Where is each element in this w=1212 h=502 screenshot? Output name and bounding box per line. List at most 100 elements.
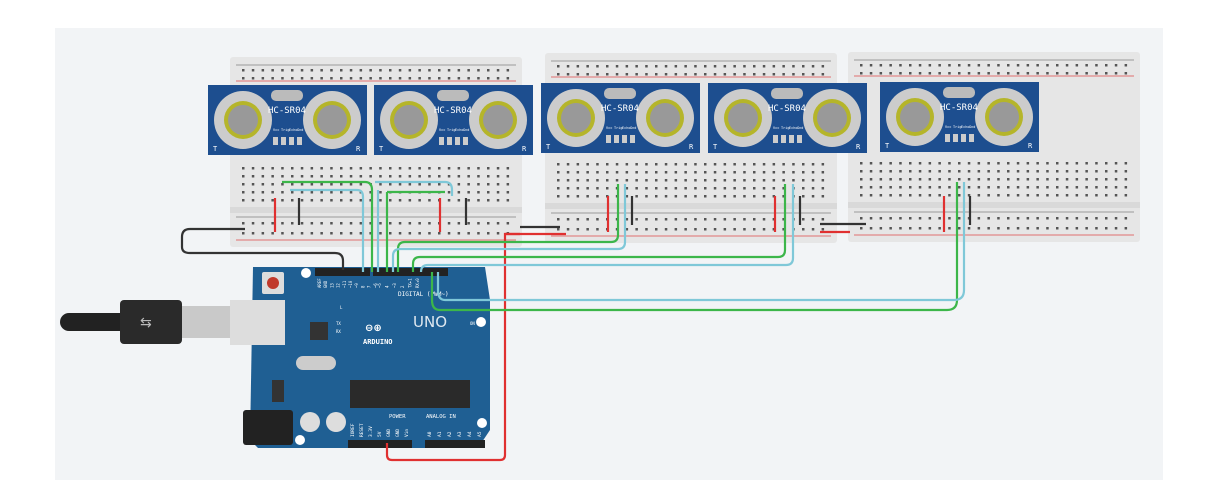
transmitter-label: T	[379, 145, 384, 153]
power-pin-label-ioref: IOREF	[350, 423, 356, 437]
sensor-pin-label: Vcc	[439, 128, 445, 132]
led-label-rx: RX	[336, 329, 341, 334]
mount-hole	[295, 435, 305, 445]
digital-pin-label: 2	[400, 285, 405, 288]
blue-wire[interactable]	[419, 184, 795, 273]
digital-pin-label: ~9	[354, 283, 359, 288]
black-wire[interactable]	[180, 227, 345, 270]
sensor-pin[interactable]	[773, 135, 778, 143]
usb-cable[interactable]: ⇆	[60, 300, 232, 344]
blue-wire[interactable]	[290, 188, 365, 272]
digital-pin-label: ~10	[348, 280, 353, 288]
sensor-pin[interactable]	[781, 135, 786, 143]
sensor-pin[interactable]	[622, 135, 627, 143]
digital-label: DIGITAL (PWM~)	[398, 291, 449, 298]
receiver-label: R	[1028, 142, 1033, 150]
sensor-pin[interactable]	[789, 135, 794, 143]
transmitter-label: T	[546, 143, 551, 151]
digital-pin-label: 13	[329, 283, 334, 288]
sensor-pin[interactable]	[455, 137, 460, 145]
sensor-pin-label: Echo	[455, 128, 463, 132]
power-header[interactable]	[348, 440, 412, 448]
led-label-tx: TX	[336, 321, 341, 326]
sensor-pin[interactable]	[273, 137, 278, 145]
green-wire[interactable]	[430, 182, 959, 312]
transmitter-label: T	[885, 142, 890, 150]
sensor-pin[interactable]	[289, 137, 294, 145]
sensor-pin[interactable]	[614, 135, 619, 143]
crystal	[437, 90, 469, 101]
arduino-model: UNO	[413, 313, 447, 331]
transmitter-label: T	[213, 145, 218, 153]
analog-header[interactable]	[425, 440, 485, 448]
receiver-label: R	[856, 143, 861, 151]
mount-hole	[301, 268, 311, 278]
sensor-pin-label: Trig	[281, 128, 289, 132]
arduino-uno[interactable]: ⊖⊕ ARDUINO UNO DIGITAL (PWM~) POWER ANAL…	[230, 267, 490, 448]
sensor-pin[interactable]	[953, 134, 958, 142]
sensor-pin[interactable]	[630, 135, 635, 143]
reset-button-cap[interactable]	[267, 277, 279, 289]
sensor-model-label: HC-SR04	[268, 106, 306, 116]
digital-header-low[interactable]	[373, 268, 448, 276]
analog-pin-label: A0	[427, 431, 433, 437]
digital-pin-label: ~6	[373, 283, 378, 288]
usb-icon: ⇆	[140, 315, 152, 331]
analog-pin-label: A3	[457, 431, 463, 437]
crystal	[943, 87, 975, 98]
digital-pin-label: RX◂0	[415, 278, 420, 288]
digital-header-high[interactable]	[315, 268, 370, 276]
blue-wire[interactable]	[436, 182, 966, 302]
voltage-regulator	[272, 380, 284, 402]
green-wire[interactable]	[282, 180, 374, 272]
sensor-pin[interactable]	[797, 135, 802, 143]
digital-pin-label: 12	[336, 283, 341, 288]
sensor-pin[interactable]	[439, 137, 444, 145]
analog-label: ANALOG IN	[426, 414, 456, 420]
sensor-pin[interactable]	[606, 135, 611, 143]
sensor-pin-label: Echo	[789, 126, 797, 130]
digital-pin-label: TX▸1	[407, 278, 412, 288]
power-jack	[243, 410, 293, 445]
power-pin-label-3v3: 3.3V	[368, 426, 374, 437]
sensor-pin[interactable]	[969, 134, 974, 142]
on-label: ON	[470, 321, 475, 326]
sensor-pin[interactable]	[281, 137, 286, 145]
green-wire[interactable]	[396, 184, 620, 272]
crystal	[771, 88, 803, 99]
red-wire[interactable]	[385, 232, 520, 462]
analog-pin-label: A5	[477, 431, 483, 437]
digital-pin-label: AREF	[317, 278, 322, 288]
sensor-pin-label: Echo	[961, 125, 969, 129]
digital-pin-label: 7	[367, 285, 372, 288]
sensor-pin[interactable]	[961, 134, 966, 142]
mount-hole	[476, 317, 486, 327]
digital-pin-label: 8	[360, 285, 365, 288]
led-label-l: L	[340, 305, 343, 310]
sensor-model-label: HC-SR04	[601, 104, 639, 114]
transmitter-label: T	[713, 143, 718, 151]
sensor-pin-label: Vcc	[945, 125, 951, 129]
sensor-pin-label: Gnd	[463, 128, 469, 132]
sensor-pin[interactable]	[447, 137, 452, 145]
blue-wire[interactable]	[391, 184, 627, 272]
sensor-pin-label: Gnd	[797, 126, 803, 130]
digital-pin-label: ~3	[392, 283, 397, 288]
receiver-label: R	[522, 145, 527, 153]
blue-wire[interactable]	[375, 180, 454, 196]
sensor-pin-label: Trig	[781, 126, 789, 130]
green-wire[interactable]	[411, 184, 787, 272]
arduino-infinity-logo: ⊖⊕	[365, 323, 382, 334]
digital-pin-label: ~5	[377, 283, 382, 288]
sensor-pin[interactable]	[297, 137, 302, 145]
sensor-pin[interactable]	[463, 137, 468, 145]
receiver-label: R	[356, 145, 361, 153]
crystal	[296, 356, 336, 370]
sensor-pin[interactable]	[945, 134, 950, 142]
